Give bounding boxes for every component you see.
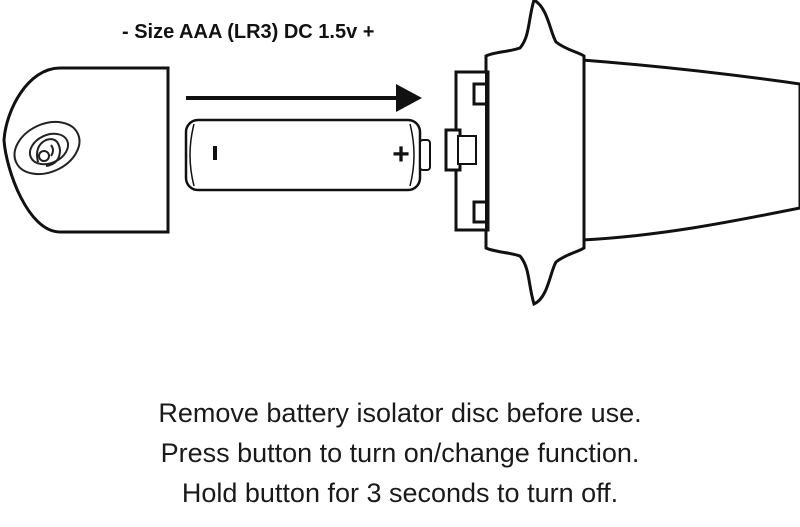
instruction-line: Remove battery isolator disc before use. <box>158 398 642 428</box>
battery-positive-sign: + <box>392 138 410 171</box>
brand-logo-icon <box>13 120 81 176</box>
insert-direction-arrow <box>186 84 422 112</box>
aaa-battery <box>184 118 431 192</box>
instruction-line: Press button to turn on/change function. <box>160 438 640 468</box>
battery-size-label: - Size AAA (LR3) DC 1.5v + <box>122 21 374 43</box>
battery-cap <box>2 66 170 234</box>
usage-instructions: Remove battery isolator disc before use.… <box>0 393 800 513</box>
device-body <box>444 0 800 307</box>
instruction-line: Hold button for 3 seconds to turn off. <box>181 478 619 508</box>
